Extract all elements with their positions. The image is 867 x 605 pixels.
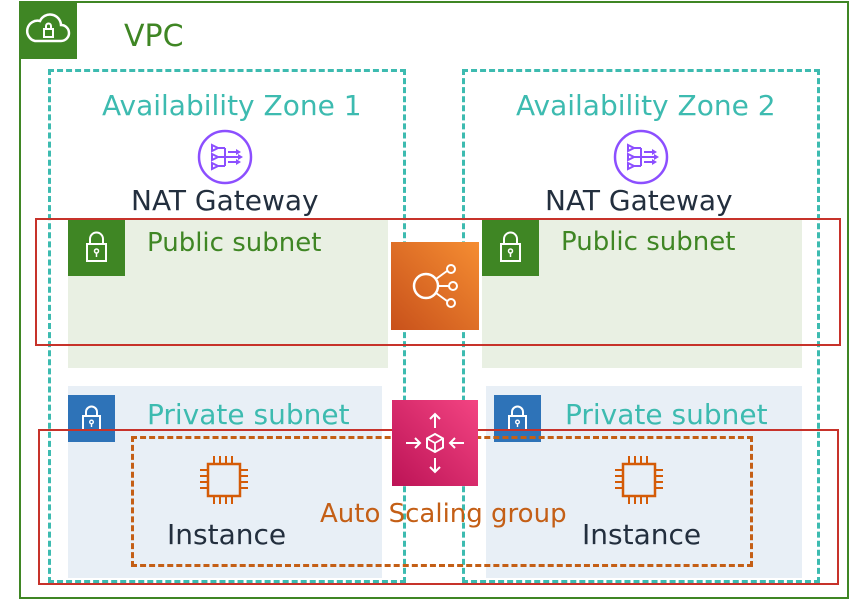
vpc-container <box>19 1 849 599</box>
public-tier-highlight <box>35 218 841 346</box>
nat-gateway-1-label: NAT Gateway <box>131 184 319 217</box>
availability-zone-1-label: Availability Zone 1 <box>102 89 362 122</box>
lock-icon <box>482 219 539 276</box>
instance-2-label: Instance <box>582 518 702 551</box>
private-subnet-2-label: Private subnet <box>565 398 768 431</box>
private-subnet-1-label: Private subnet <box>147 398 350 431</box>
instance-1-label: Instance <box>167 518 287 551</box>
ec2-instance-icon <box>194 450 254 510</box>
lock-icon <box>68 219 125 276</box>
vpc-label: VPC <box>124 19 184 54</box>
load-balancer-icon <box>391 242 479 330</box>
cloud-lock-icon <box>19 1 77 59</box>
public-subnet-2-label: Public subnet <box>561 227 736 257</box>
auto-scaling-icon <box>392 400 478 486</box>
nat-gateway-icon <box>612 128 670 186</box>
public-subnet-1-label: Public subnet <box>147 228 322 258</box>
ec2-instance-icon <box>609 450 669 510</box>
private-subnet-1 <box>68 386 382 578</box>
lock-icon <box>68 395 115 442</box>
nat-gateway-2-label: NAT Gateway <box>545 184 733 217</box>
lock-icon <box>494 395 541 442</box>
auto-scaling-group-label: Auto Scaling group <box>320 499 567 529</box>
availability-zone-2-label: Availability Zone 2 <box>516 89 776 122</box>
nat-gateway-icon <box>196 128 254 186</box>
